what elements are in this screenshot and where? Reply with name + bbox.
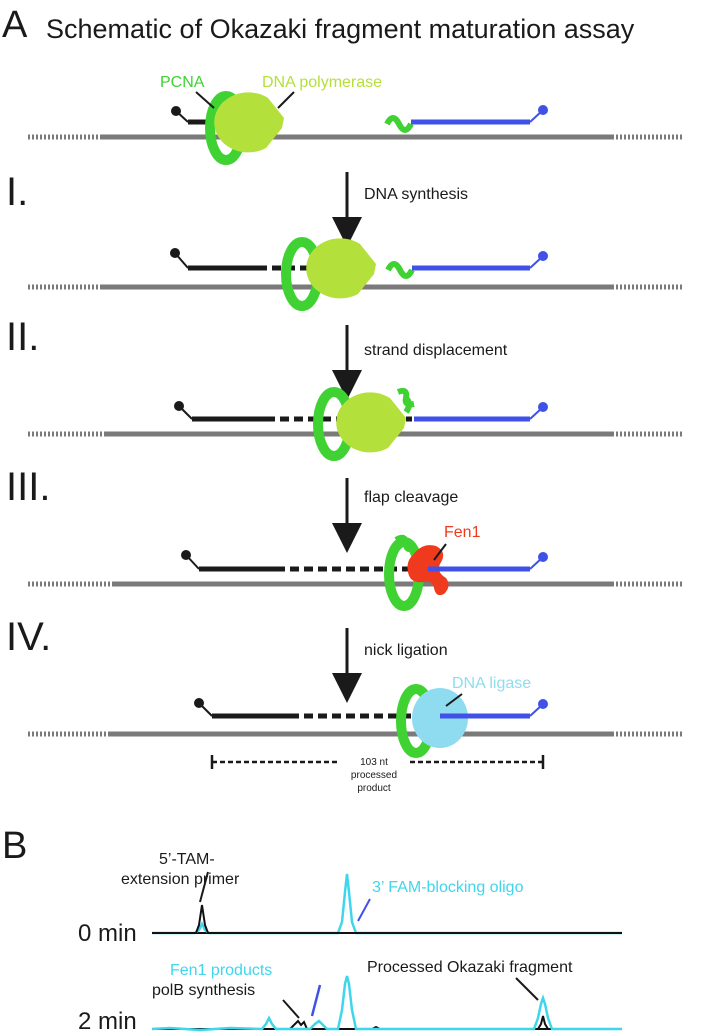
step-label-2: strand displacement — [364, 342, 508, 359]
primer-linker — [198, 702, 213, 717]
row-strand-displacement — [28, 387, 684, 461]
row-initial-substrate: PCNA DNA polymerase — [28, 74, 684, 165]
primer-linker — [178, 405, 193, 420]
fam-trace — [152, 873, 622, 935]
product-label-line3: product — [357, 783, 391, 794]
step-numeral-2: II. — [6, 315, 39, 359]
primer-linker — [175, 110, 189, 123]
dna-polymerase-label: DNA polymerase — [262, 74, 382, 91]
panel-a-letter: A — [2, 4, 28, 46]
tam-trace — [152, 904, 622, 934]
tam-label-line1: 5’-TAM- — [159, 851, 215, 868]
step-numeral-4: IV. — [6, 615, 51, 659]
fam-label-dot — [538, 402, 548, 412]
trace-time-label: 2 min — [78, 1008, 137, 1033]
processed-leader-line — [515, 977, 539, 1001]
tam-leader-line — [199, 871, 209, 903]
dna-polymerase-shape — [336, 392, 406, 453]
fam-leader-line — [357, 898, 371, 922]
panel-b-letter: B — [2, 825, 27, 867]
product-length-label: 103 nt — [360, 757, 388, 768]
row-dna-synthesis — [28, 237, 684, 311]
fam-label-dot — [538, 105, 548, 115]
processed-fragment-label: Processed Okazaki fragment — [367, 959, 573, 976]
flap-squiggle — [394, 534, 418, 553]
tam-label-line2: extension primer — [121, 871, 240, 888]
fen1-label: Fen1 — [444, 524, 481, 541]
polb-leader-line — [282, 999, 300, 1019]
step-numeral-1: I. — [6, 170, 28, 214]
fam-label-dot — [538, 251, 548, 261]
pcna-leader-line — [195, 91, 215, 109]
step-label-4: nick ligation — [364, 642, 448, 659]
dna-ligase-label: DNA ligase — [452, 675, 531, 692]
step-numeral-3: III. — [6, 465, 50, 509]
flap-squiggle — [384, 115, 414, 133]
dna-polymerase-shape — [214, 92, 284, 153]
product-label-line2: processed — [351, 770, 397, 781]
polymerase-leader-line — [277, 91, 295, 109]
polb-synthesis-label: polB synthesis — [152, 982, 255, 999]
flap-squiggle — [385, 261, 415, 279]
row-nick-ligation: DNA ligase 103 nt processed product — [28, 675, 684, 794]
fen1-leader-line — [433, 543, 447, 561]
primer-linker — [185, 554, 200, 570]
trace-2-min: 2 min Fen1 products polB synthesis Proce… — [78, 959, 622, 1033]
pcna-label: PCNA — [160, 74, 205, 91]
step-label-1: DNA synthesis — [364, 186, 468, 203]
trace-0-min: 0 min 5’-TAM- extension primer 3’ FAM-bl… — [78, 851, 622, 947]
row-flap-cleavage: Fen1 — [28, 524, 684, 611]
trace-time-label: 0 min — [78, 920, 137, 947]
primer-linker — [174, 252, 189, 269]
fen1-products-label: Fen1 products — [170, 962, 272, 979]
fen1-products-leader — [310, 984, 322, 1017]
flap-squiggle — [396, 387, 415, 414]
fam-trace — [151, 975, 622, 1032]
ligase-leader-line — [445, 693, 463, 707]
fam-label-dot — [538, 699, 548, 709]
step-label-3: flap cleavage — [364, 489, 458, 506]
panel-a-title: Schematic of Okazaki fragment maturation… — [46, 14, 635, 44]
fam-blocking-label: 3’ FAM-blocking oligo — [372, 879, 524, 896]
dna-polymerase-shape — [306, 238, 376, 299]
fam-label-dot — [538, 552, 548, 562]
